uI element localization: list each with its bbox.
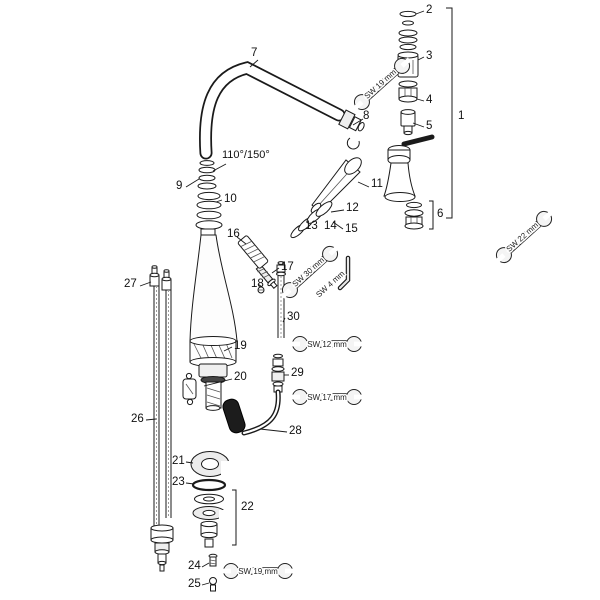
part-21-bracket <box>190 451 235 477</box>
callout-2: 2 <box>426 4 433 16</box>
part-26-27-supply-hoses <box>149 265 174 572</box>
wrench-sw17-icon: SW 17 mm <box>289 389 365 405</box>
wrench-sw22-icon: SW 22 mm <box>490 206 558 268</box>
callout-19: 19 <box>234 340 247 352</box>
wrench-sw30-label: SW 30 mm <box>291 255 327 288</box>
part-hose-weight <box>222 398 246 434</box>
part-swivel-rings <box>195 160 223 230</box>
wrench-sw17-label: SW 17 mm <box>307 393 347 402</box>
callout-12: 12 <box>346 202 359 214</box>
callout-14: 14 <box>324 220 337 232</box>
callout-17: 17 <box>281 261 294 273</box>
callout-18: 18 <box>251 278 264 290</box>
callout-13: 13 <box>305 220 318 232</box>
callout-27: 27 <box>124 278 137 290</box>
callout-10: 10 <box>224 193 237 205</box>
callout-26: 26 <box>131 413 144 425</box>
part-23-oring <box>191 478 227 492</box>
callout-11: 11 <box>371 178 383 190</box>
part-6-rings <box>404 200 434 230</box>
callout-1: 1 <box>458 110 465 122</box>
swing-angle-label: 110°/150° <box>222 149 270 161</box>
wrench-sw12-icon: SW 12 mm <box>289 336 365 352</box>
callout-20: 20 <box>234 371 247 383</box>
part-spout <box>199 61 346 160</box>
part-28-hose <box>241 389 281 436</box>
callout-28: 28 <box>289 425 302 437</box>
callout-23: 23 <box>172 476 185 488</box>
callout-5: 5 <box>426 120 433 132</box>
wrench-sw19-bottom-label: SW 19 mm <box>238 567 278 576</box>
part-29-fittings <box>271 353 285 393</box>
bracket-part-1 <box>446 7 453 219</box>
callout-3: 3 <box>426 50 433 62</box>
part-faucet-body <box>189 228 238 342</box>
callout-8: 8 <box>363 110 370 122</box>
wrench-sw19-top-label: SW 19 mm <box>363 67 399 100</box>
callout-9: 9 <box>176 180 183 192</box>
callout-30: 30 <box>287 311 300 323</box>
part-handle <box>383 134 435 202</box>
part-12-15-rings <box>290 201 333 239</box>
bracket-part-22 <box>232 489 237 546</box>
wrench-sw22-label: SW 22 mm <box>505 220 541 253</box>
callout-7: 7 <box>251 47 258 59</box>
callout-24: 24 <box>188 560 201 572</box>
callout-6: 6 <box>437 208 444 220</box>
part-shank <box>198 363 228 411</box>
callout-25: 25 <box>188 578 201 590</box>
leader-lines <box>139 10 425 586</box>
callout-22: 22 <box>241 501 254 513</box>
part-22-stack <box>192 489 237 548</box>
part-cartridge-column <box>397 10 419 136</box>
callout-4: 4 <box>426 94 433 106</box>
callout-15: 15 <box>345 223 358 235</box>
part-19-band <box>189 336 237 367</box>
bracket-part-6 <box>429 200 434 230</box>
callout-21: 21 <box>172 455 185 467</box>
callout-16: 16 <box>227 228 240 240</box>
wrench-sw12-label: SW 12 mm <box>307 340 347 349</box>
part-16-spring <box>237 235 269 269</box>
callout-29: 29 <box>291 367 304 379</box>
part-8-clip <box>346 137 360 150</box>
part-20-clip <box>182 372 197 406</box>
wrench-sw19-bottom-icon: SW 19 mm <box>220 563 296 579</box>
part-24-screw <box>208 553 218 567</box>
part-25-nut <box>209 577 217 592</box>
part-18-screw <box>257 286 265 294</box>
part-11-cone <box>310 157 362 214</box>
